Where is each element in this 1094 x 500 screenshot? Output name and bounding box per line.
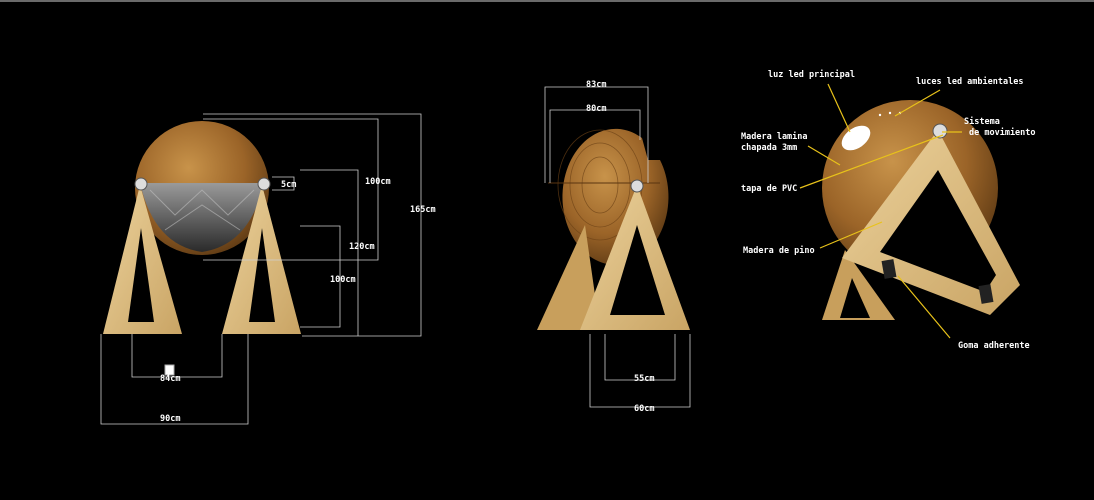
dim-5: 5cm	[281, 180, 296, 190]
label-pine-wood: Madera de pino	[743, 245, 815, 256]
front-stand-left-hole	[128, 228, 154, 322]
leader-main-led	[827, 83, 851, 133]
side-pivot	[630, 179, 644, 193]
dim-line-84	[131, 334, 223, 378]
dim-55: 55cm	[634, 374, 654, 384]
dim-100-stand: 100cm	[330, 275, 356, 285]
label-main-led: luz led principal	[768, 69, 855, 80]
dim-83: 83cm	[586, 80, 606, 90]
front-pivot-left	[134, 177, 148, 191]
dim-line-5	[272, 176, 295, 191]
origin-marker	[164, 364, 175, 376]
leader-pine	[819, 221, 883, 249]
dim-line-100-stand	[300, 225, 341, 328]
front-pivot-right	[257, 177, 271, 191]
leader-wood-sheet	[807, 145, 841, 166]
label-wood-sheet-2: chapada 3mm	[741, 143, 797, 153]
dim-line-100-top	[203, 118, 379, 261]
label-rubber: Goma adherente	[958, 341, 1030, 351]
leader-ambient	[894, 89, 941, 117]
front-reflector-facets	[149, 189, 255, 231]
side-view: 83cm 80cm 55cm 60cm	[537, 80, 691, 414]
dim-line-90	[100, 334, 249, 425]
leader-pvc	[799, 134, 944, 189]
dim-60: 60cm	[634, 404, 654, 414]
dim-line-55	[604, 334, 676, 381]
rubber-pad-1	[881, 259, 897, 279]
dim-90: 90cm	[160, 414, 180, 424]
side-stand-hole	[610, 225, 665, 315]
dim-165: 165cm	[410, 205, 436, 215]
front-view: 165cm 100cm 120cm 100cm 5cm 84cm 90cm	[100, 113, 436, 425]
label-ambient-leds: luces led ambientales	[916, 76, 1023, 87]
label-wood-sheet-1: Madera lamina	[741, 131, 808, 142]
movement-pivot	[932, 123, 948, 139]
label-pvc-cover: tapa de PVC	[741, 184, 797, 194]
rubber-pad-2	[978, 284, 994, 304]
label-movement-1: Sistema	[964, 116, 1000, 127]
dim-line-83	[544, 86, 649, 183]
dim-line-165	[203, 113, 422, 337]
front-stand-right-hole	[249, 228, 275, 322]
front-reflector	[140, 183, 264, 252]
dim-120: 120cm	[349, 242, 375, 252]
dim-line-60	[589, 334, 691, 408]
side-sphere-ring-2	[569, 142, 631, 228]
perspective-view: luz led principal luces led ambientales …	[741, 69, 1036, 351]
dim-100-sphere: 100cm	[365, 177, 391, 187]
persp-back-leg	[822, 250, 895, 320]
label-movement-2: de movimiento	[969, 127, 1036, 138]
dim-line-120	[300, 169, 359, 336]
persp-frame-hole	[880, 170, 996, 292]
dim-80: 80cm	[586, 104, 606, 114]
top-border	[0, 0, 1094, 2]
persp-back-leg-hole	[840, 278, 870, 318]
dim-line-80	[549, 109, 641, 183]
dim-84: 84cm	[160, 374, 180, 384]
side-stand-back	[537, 225, 600, 330]
side-sphere-ring-3	[581, 156, 619, 214]
leader-rubber	[897, 275, 951, 339]
persp-pvc-cover	[841, 125, 871, 151]
